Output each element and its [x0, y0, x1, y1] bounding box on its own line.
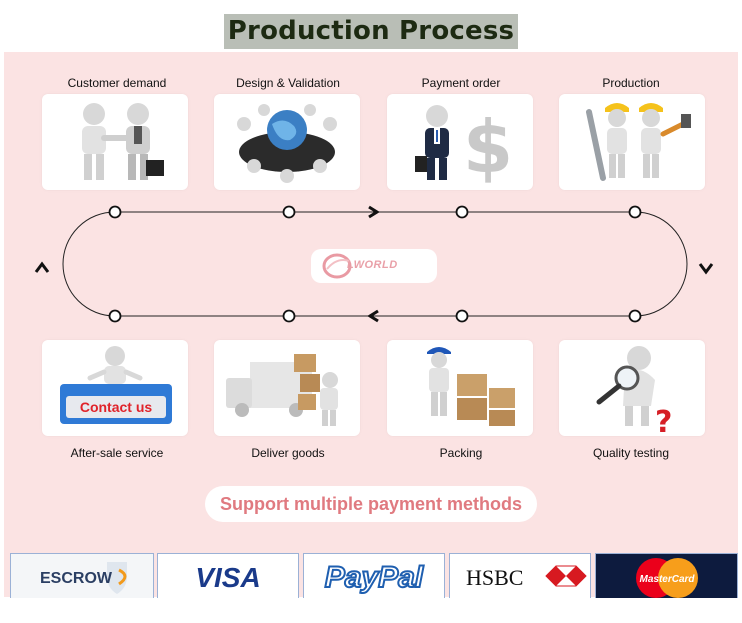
workers-tools-icon: [586, 103, 691, 181]
flow-node-8: [108, 309, 122, 323]
arrow-left-icon: [367, 309, 379, 323]
flow-node-2: [282, 205, 296, 219]
contact-us-icon: Contact us: [60, 346, 172, 424]
contact-us-sign-text: Contact us: [80, 399, 153, 415]
arrow-down-icon: [698, 263, 714, 275]
svg-text:$: $: [463, 105, 513, 189]
svg-text:?: ?: [655, 405, 672, 436]
flow-node-1: [108, 205, 122, 219]
title-wrapper: Production Process: [0, 14, 742, 49]
paypal-logo: PayPal: [324, 560, 425, 595]
step-card-packing: [387, 340, 533, 436]
globe-meeting-icon: [237, 104, 337, 183]
mastercard-text: MasterCard: [639, 574, 695, 585]
payment-paypal: PayPal: [303, 553, 445, 598]
step-card-production: [559, 94, 705, 190]
step-card-after-sale-service: Contact us: [42, 340, 188, 436]
step-label-payment-order: Payment order: [421, 76, 501, 90]
payment-visa: VISA: [157, 553, 299, 598]
flow-node-5: [628, 309, 642, 323]
arrow-up-icon: [34, 261, 50, 273]
step-card-design-validation: [214, 94, 360, 190]
escrow-shield-icon: ESCROW: [11, 554, 153, 598]
step-card-deliver-goods: [214, 340, 360, 436]
visa-logo: VISA: [195, 562, 260, 593]
step-card-quality-testing: ?: [559, 340, 705, 436]
hsbc-text: HSBC: [466, 565, 523, 590]
boxes-icon: [427, 347, 515, 426]
support-payment-banner: Support multiple payment methods: [205, 486, 537, 522]
step-label-quality-testing: Quality testing: [592, 446, 670, 460]
escrow-text: ESCROW: [40, 570, 113, 587]
payment-escrow: ESCROW: [10, 553, 154, 598]
lworld-logo: LWORLD: [311, 249, 437, 283]
step-card-customer-demand: [42, 94, 188, 190]
step-label-production: Production: [602, 76, 660, 90]
step-label-customer-demand: Customer demand: [67, 76, 167, 90]
step-label-design-validation: Design & Validation: [236, 76, 340, 90]
delivery-truck-icon: [226, 354, 338, 426]
paypal-text: PayPal: [325, 561, 424, 594]
visa-text: VISA: [195, 562, 260, 593]
handshake-icon: [82, 103, 164, 180]
step-label-deliver-goods: Deliver goods: [251, 446, 325, 460]
step-label-packing: Packing: [439, 446, 483, 460]
mastercard-logo: MasterCard: [636, 558, 698, 598]
hsbc-logo: HSBC: [466, 565, 587, 590]
flow-node-3: [455, 205, 469, 219]
step-card-payment-order: $: [387, 94, 533, 190]
payment-hsbc: HSBC: [449, 553, 591, 598]
flow-node-6: [455, 309, 469, 323]
logo-text: LWORLD: [347, 259, 398, 271]
magnifier-inspection-icon: ?: [596, 346, 672, 436]
arrow-right-icon: [368, 205, 380, 219]
hsbc-hexagon-icon: [545, 565, 587, 587]
dollar-sign-icon: $: [415, 105, 513, 189]
flow-node-4: [628, 205, 642, 219]
flow-node-7: [282, 309, 296, 323]
page-title: Production Process: [223, 14, 519, 49]
step-label-after-sale-service: After-sale service: [70, 446, 164, 460]
logo-swirl-icon: [322, 253, 352, 279]
payment-mastercard: MasterCard: [595, 553, 738, 598]
